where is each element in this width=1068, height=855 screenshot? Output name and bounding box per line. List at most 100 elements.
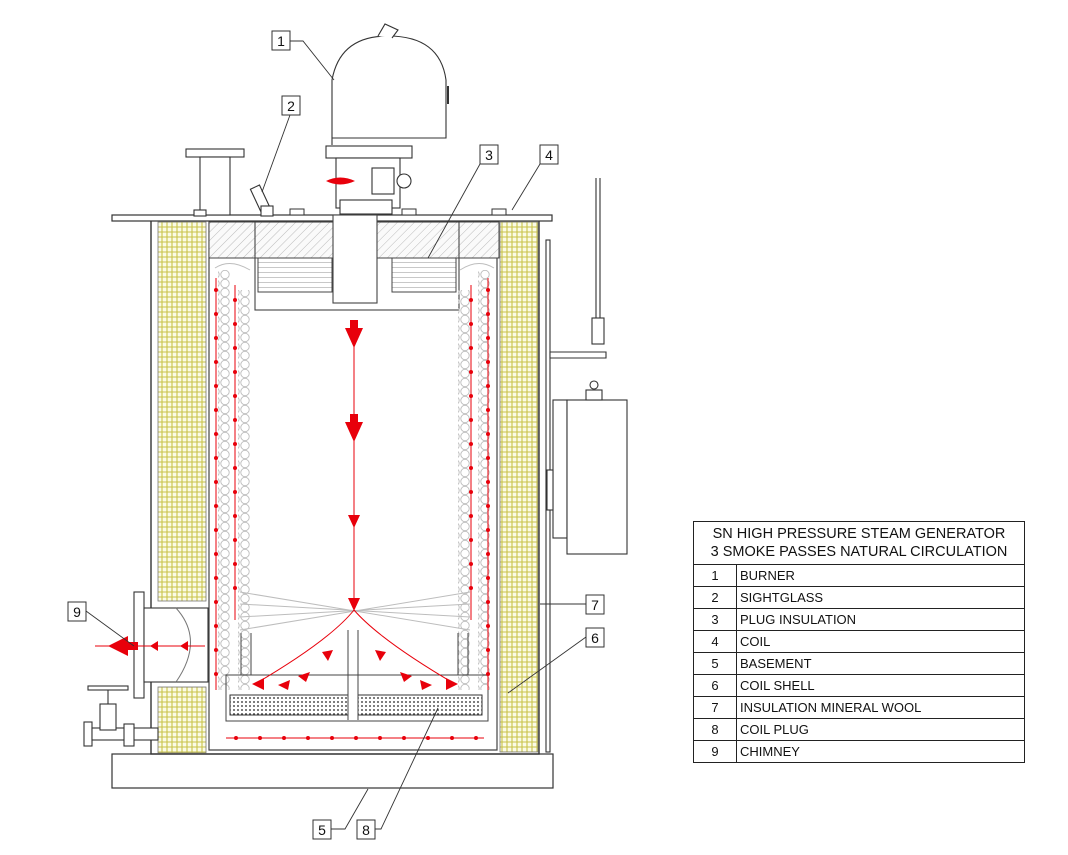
flow-dot	[214, 408, 218, 412]
flow-dot	[486, 672, 490, 676]
legend-num: 2	[693, 586, 737, 609]
legend-num: 4	[693, 630, 737, 653]
legend-num: 1	[693, 564, 737, 587]
flow-dot	[214, 552, 218, 556]
svg-text:1: 1	[277, 33, 285, 49]
top-stub	[185, 148, 245, 217]
callout-8: 8	[356, 819, 376, 840]
plug-insulation-right	[391, 257, 457, 293]
flow-dot	[486, 528, 490, 532]
leader-lines	[85, 40, 587, 830]
plug-insulation-left	[257, 257, 333, 293]
flow-dot	[214, 432, 218, 436]
flow-dot	[486, 600, 490, 604]
callout-5: 5	[312, 819, 332, 840]
flow-dot	[486, 648, 490, 652]
flow-dot	[474, 736, 478, 740]
flow-dot	[486, 456, 490, 460]
flow-arrows	[108, 320, 458, 690]
flow-dot	[469, 394, 473, 398]
callout-9: 9	[67, 601, 87, 622]
legend-label: COIL PLUG	[736, 718, 1025, 741]
flow-dot	[469, 418, 473, 422]
flow-dot	[469, 322, 473, 326]
flow-dot	[214, 288, 218, 292]
flow-dot	[214, 672, 218, 676]
insulation-right	[499, 221, 539, 753]
flow-dot	[469, 490, 473, 494]
flow-dot	[450, 736, 454, 740]
flow-dot	[214, 624, 218, 628]
flow-dot	[378, 736, 382, 740]
legend-label: PLUG INSULATION	[736, 608, 1025, 631]
flow-dot	[214, 336, 218, 340]
flow-dot	[469, 538, 473, 542]
flow-dot	[354, 736, 358, 740]
flow-dot	[306, 736, 310, 740]
flow-dot	[486, 384, 490, 388]
legend-num: 3	[693, 608, 737, 631]
svg-text:4: 4	[545, 147, 553, 163]
flow-dot	[486, 480, 490, 484]
top-plate	[111, 214, 553, 222]
legend-num: 6	[693, 674, 737, 697]
flow-dot	[233, 370, 237, 374]
flow-dot	[486, 624, 490, 628]
legend-label: COIL SHELL	[736, 674, 1025, 697]
bottom-refractory-right	[357, 694, 483, 716]
flow-dot	[233, 322, 237, 326]
svg-text:8: 8	[362, 822, 370, 838]
flow-dot	[486, 312, 490, 316]
flow-dot	[233, 442, 237, 446]
coil-right-outer	[478, 270, 490, 690]
svg-text:3: 3	[485, 147, 493, 163]
flow-dot	[233, 466, 237, 470]
flow-dot	[214, 504, 218, 508]
flow-dot	[486, 360, 490, 364]
flow-dot	[486, 552, 490, 556]
legend-table: SN HIGH PRESSURE STEAM GENERATOR 3 SMOKE…	[693, 521, 1025, 763]
flow-dot	[233, 586, 237, 590]
coil-left-inner	[238, 290, 250, 690]
side-equipment	[545, 178, 628, 753]
flow-dot	[469, 370, 473, 374]
flow-dots	[214, 288, 490, 740]
callout-2: 2	[281, 95, 301, 116]
legend-title-line2: 3 SMOKE PASSES NATURAL CIRCULATION	[710, 544, 1008, 560]
svg-text:9: 9	[73, 604, 81, 620]
legend-num: 7	[693, 696, 737, 719]
flow-dot	[469, 514, 473, 518]
flow-dot	[214, 480, 218, 484]
flow-dot	[486, 408, 490, 412]
legend-label: SIGHTGLASS	[736, 586, 1025, 609]
flow-dot	[233, 514, 237, 518]
flow-dot	[486, 504, 490, 508]
legend-label: BURNER	[736, 564, 1025, 587]
coil-right-inner	[458, 290, 470, 690]
svg-text:5: 5	[318, 822, 326, 838]
burner-tube	[332, 214, 378, 304]
flow-dot	[469, 346, 473, 350]
flow-dot	[214, 648, 218, 652]
flow-dot	[233, 490, 237, 494]
flow-dot	[469, 586, 473, 590]
legend-label: BASEMENT	[736, 652, 1025, 675]
flow-dot	[469, 562, 473, 566]
legend-num: 9	[693, 740, 737, 763]
flow-dot	[214, 528, 218, 532]
flow-dot	[402, 736, 406, 740]
flow-dot	[330, 736, 334, 740]
legend-label: INSULATION MINERAL WOOL	[736, 696, 1025, 719]
flow-dot	[258, 736, 262, 740]
callout-7: 7	[585, 594, 605, 615]
flow-dot	[233, 538, 237, 542]
callout-4: 4	[539, 144, 559, 165]
flow-dot	[426, 736, 430, 740]
